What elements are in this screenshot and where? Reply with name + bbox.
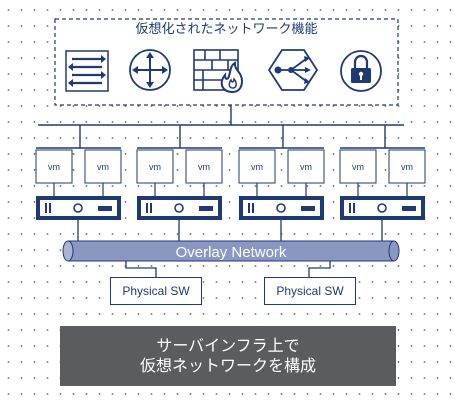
- top-bus: [38, 105, 404, 148]
- vm-label: vm: [97, 162, 109, 172]
- switch-arrows-icon: [65, 50, 109, 92]
- server-connectors: [77, 220, 383, 241]
- vm-box: [84, 149, 122, 184]
- host-group-2: vm vm: [136, 147, 223, 220]
- physical-switch-2: Physical SW: [264, 277, 356, 305]
- vm-box: [287, 149, 325, 184]
- vm-label: vm: [401, 162, 413, 172]
- vm-label: vm: [300, 162, 312, 172]
- summary-banner: サーバインフラ上で 仮想ネットワークを構成: [60, 326, 396, 386]
- vm-box: [339, 149, 377, 184]
- physical-connectors: [125, 261, 331, 277]
- vm-box: [35, 149, 73, 184]
- vm-label: vm: [48, 162, 60, 172]
- virtual-functions-title: 仮想化されたネットワーク機能: [135, 22, 318, 37]
- vm-label: vm: [251, 162, 263, 172]
- host-group-1: vm vm: [35, 147, 122, 220]
- overlay-network-label: Overlay Network: [176, 244, 287, 261]
- vm-label: vm: [198, 162, 210, 172]
- host-group-4: vm vm: [339, 147, 426, 220]
- lock-icon: [340, 50, 382, 92]
- overlay-network-tube: Overlay Network: [62, 240, 400, 262]
- firewall-icon: [193, 49, 244, 94]
- vm-box: [238, 149, 276, 184]
- banner-line-2: 仮想ネットワークを構成: [139, 356, 316, 375]
- router-icon: [129, 49, 171, 91]
- vm-label: vm: [149, 162, 161, 172]
- banner-line-1: サーバインフラ上で: [156, 336, 300, 355]
- vm-box: [388, 149, 426, 184]
- host-group-3: vm vm: [238, 147, 325, 220]
- load-balancer-icon: [267, 49, 319, 91]
- physical-switch-1: Physical SW: [110, 277, 202, 305]
- vm-label: vm: [352, 162, 364, 172]
